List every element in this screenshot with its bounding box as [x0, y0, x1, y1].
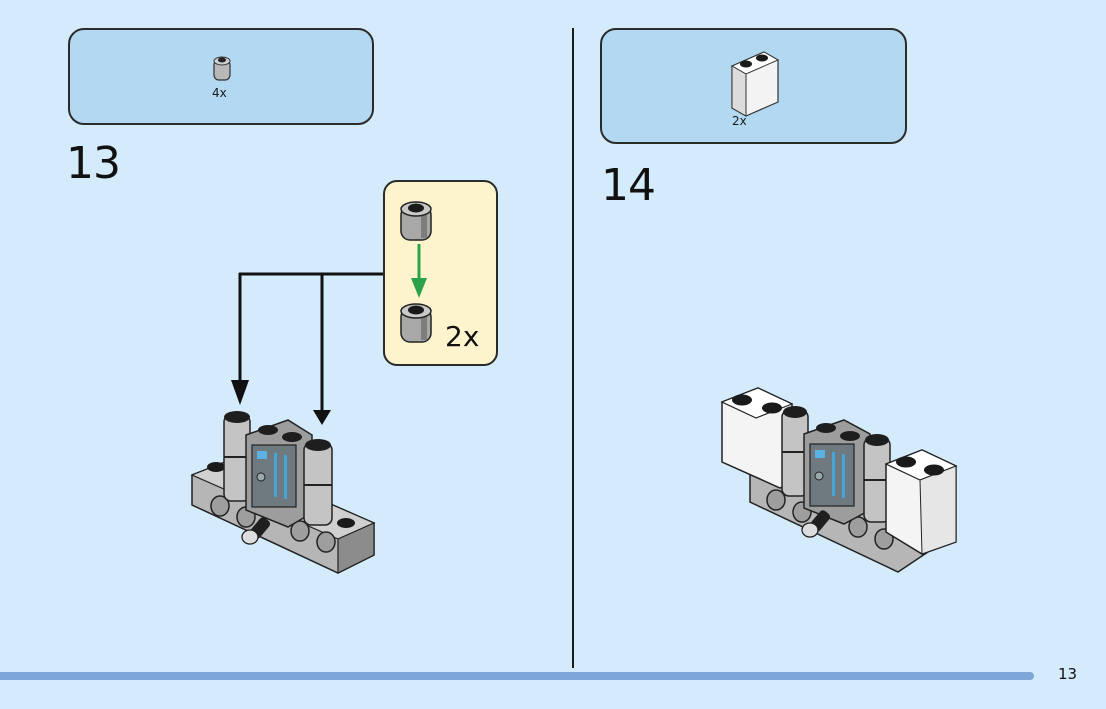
- green-arrow-icon: [411, 244, 427, 298]
- round-brick-1x1-icon: [213, 56, 231, 81]
- arrow-head-right: [313, 410, 331, 425]
- technic-pin: [241, 517, 271, 545]
- beam-stud-left: [207, 462, 225, 472]
- white-brick-1x2x2-icon: [730, 51, 780, 117]
- step-13-model: [190, 411, 376, 574]
- arrow-head-left: [231, 380, 249, 405]
- round-brick-bottom-icon: [400, 303, 432, 343]
- step-14-model: [720, 387, 958, 573]
- placement-arrows: [231, 272, 383, 425]
- parts-list-box-step-14: 2x: [600, 28, 907, 144]
- sub-assembly-callout: 2x: [383, 180, 498, 366]
- step-number-14: 14: [601, 160, 656, 211]
- technic-pin: [801, 510, 831, 538]
- step-number-13: 13: [66, 138, 121, 189]
- part-quantity: 2x: [732, 114, 747, 128]
- callout-quantity: 2x: [445, 320, 480, 353]
- parts-list-box-step-13: 4x: [68, 28, 374, 125]
- round-brick-top-icon: [400, 201, 432, 241]
- part-quantity: 4x: [212, 86, 227, 100]
- page-number: 13: [1058, 665, 1078, 683]
- beam-holes: [210, 495, 336, 553]
- footer-bar: [0, 672, 1034, 680]
- beam-stud-right: [337, 518, 355, 528]
- step-divider: [572, 28, 574, 668]
- beam-holes: [766, 489, 894, 550]
